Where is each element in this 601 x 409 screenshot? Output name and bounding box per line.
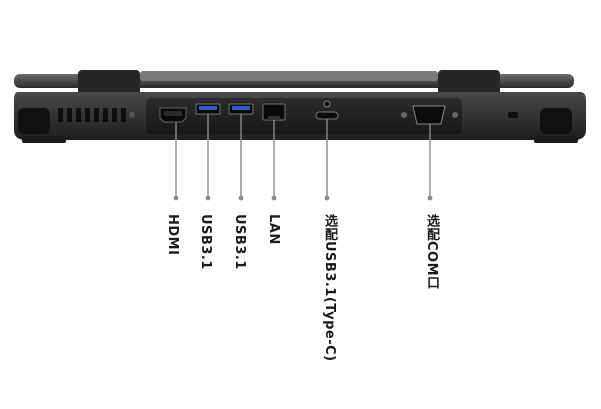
leader-dot-hdmi [173, 195, 179, 201]
port-panel [146, 98, 462, 134]
label-usb-2: USB3.1 [232, 214, 247, 270]
leader-dot-com [427, 195, 433, 201]
label-usb-1: USB3.1 [198, 214, 213, 270]
leader-dot-usb-1 [205, 195, 211, 201]
laptop-lid [14, 71, 574, 88]
leader-dot-usb-c [324, 195, 330, 201]
com-port [401, 105, 458, 125]
hinge-left [78, 70, 140, 98]
label-usb-c: 选配USB3.1(Type-C) [322, 214, 337, 362]
leader-dot-usb-2 [238, 195, 244, 201]
hinge-right [438, 70, 500, 98]
usb-port-1 [195, 103, 221, 115]
screw-left [129, 112, 135, 118]
label-hdmi: HDMI [165, 214, 180, 256]
vent-grille [58, 108, 126, 122]
kensington-slot [508, 112, 518, 118]
leader-lines [173, 114, 433, 201]
leader-dot-lan [271, 195, 277, 201]
label-com: 选配COM口 [424, 214, 439, 290]
hdmi-port [159, 107, 187, 123]
usb-c-port [315, 100, 339, 120]
label-lan: LAN [266, 214, 281, 245]
usb-port-2 [228, 103, 254, 115]
lan-port [262, 103, 286, 121]
